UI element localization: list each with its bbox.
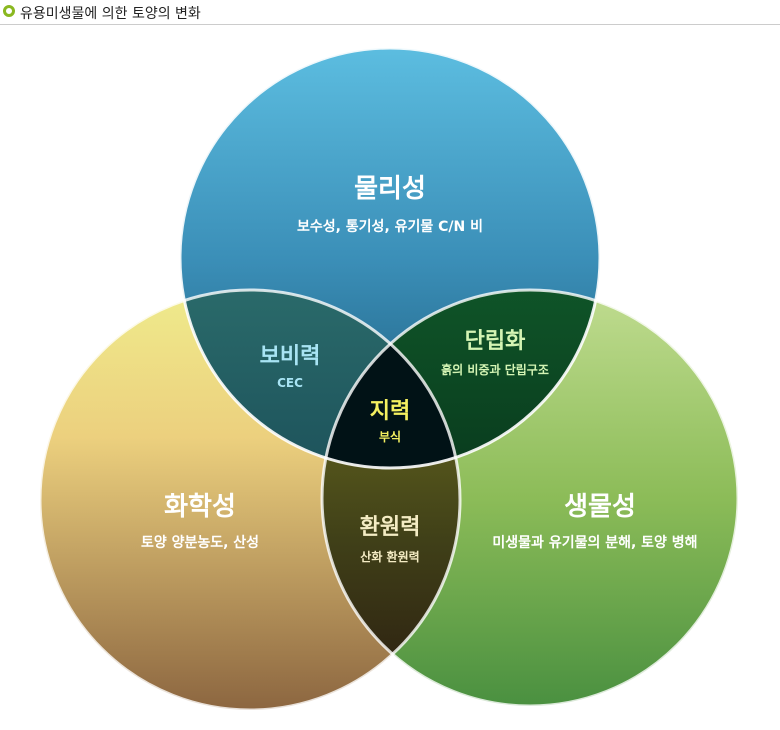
chem-bio-desc: 산화 환원력 [360,549,419,564]
chem-bio-title: 환원력 [360,515,421,540]
outline-chemical [38,288,462,712]
physical-desc: 보수성, 통기성, 유기물 C/N 비 [297,219,483,235]
bullet-icon [3,5,15,17]
header: 유용미생물에 의한 토양의 변화 [0,0,780,25]
phys-chem-desc: CEC [277,376,303,390]
outline-biological [320,288,740,708]
phys-bio-title: 단립화 [465,329,526,354]
biological-desc: 미생물과 유기물의 분해, 토양 병해 [492,534,697,551]
phys-chem-title: 보비력 [260,344,321,369]
page-title: 유용미생물에 의한 토양의 변화 [20,6,201,22]
overlap-center [322,290,460,468]
phys-bio-desc: 흙의 비중과 단립구조 [441,362,549,377]
center-desc: 부식 [379,429,401,444]
center-title: 지력 [370,399,410,424]
chemical-desc: 토양 양분농도, 산성 [141,534,259,551]
physical-title: 물리성 [354,174,426,204]
chemical-title: 화학성 [164,492,236,522]
outline-physical [178,46,602,470]
biological-title: 생물성 [564,492,636,522]
